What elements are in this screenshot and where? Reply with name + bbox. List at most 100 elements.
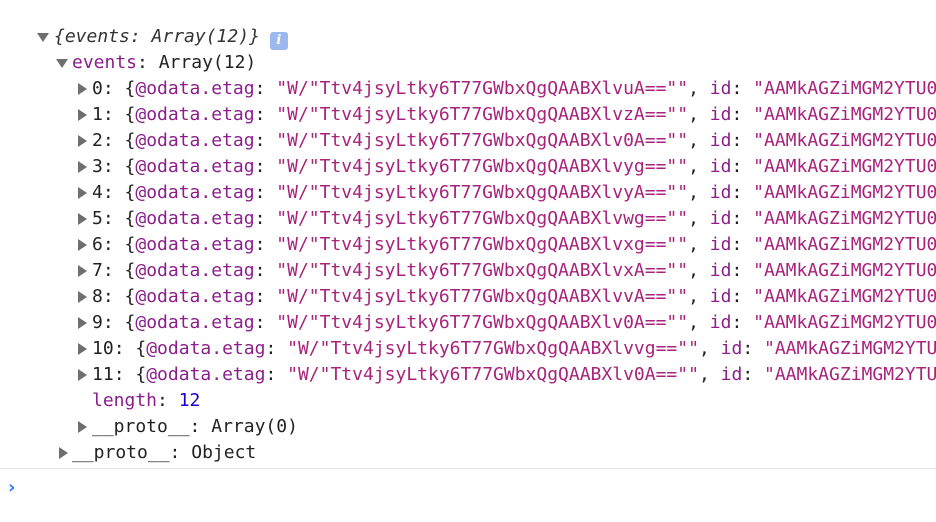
id-key: id <box>709 156 732 177</box>
comma: , <box>688 156 710 177</box>
etag-value: "W/"Ttv4jsyLtky6T77GWbxQgQAABXlvzA=="" <box>276 104 689 125</box>
separator: : <box>731 312 754 333</box>
collapse-triangle-icon[interactable] <box>76 102 90 128</box>
collapse-triangle-icon[interactable] <box>76 232 90 258</box>
separator: : <box>102 104 125 125</box>
etag-key: @odata.etag <box>135 78 255 99</box>
separator: : <box>254 234 277 255</box>
separator: : <box>102 208 125 229</box>
separator: : <box>254 182 277 203</box>
etag-key: @odata.etag <box>135 286 255 307</box>
etag-key: @odata.etag <box>135 104 255 125</box>
info-icon[interactable]: i <box>269 32 288 50</box>
event-item-row[interactable]: 4: {@odata.etag: "W/"Ttv4jsyLtky6T77GWbx… <box>0 180 936 206</box>
separator: : <box>254 260 277 281</box>
event-item-row[interactable]: 11: {@odata.etag: "W/"Ttv4jsyLtky6T77GWb… <box>0 362 936 388</box>
separator: : <box>254 312 277 333</box>
event-index: 10 <box>92 338 114 359</box>
collapse-triangle-icon[interactable] <box>76 206 90 232</box>
root-proto-row[interactable]: __proto__: Object <box>0 440 936 466</box>
object-open-brace: { <box>124 182 136 203</box>
separator: : <box>254 156 277 177</box>
collapse-triangle-icon[interactable] <box>76 154 90 180</box>
event-index: 8 <box>92 286 103 307</box>
separator: : <box>102 182 125 203</box>
id-value: "AAMkAGZiMGM2YTU( <box>764 364 936 385</box>
event-item-row[interactable]: 6: {@odata.etag: "W/"Ttv4jsyLtky6T77GWbx… <box>0 232 936 258</box>
event-item-row[interactable]: 5: {@odata.etag: "W/"Ttv4jsyLtky6T77GWbx… <box>0 206 936 232</box>
event-index: 5 <box>92 208 103 229</box>
etag-key: @odata.etag <box>135 130 255 151</box>
id-key: id <box>720 364 743 385</box>
comma: , <box>688 234 710 255</box>
comma: , <box>698 338 721 359</box>
collapse-triangle-icon[interactable] <box>76 284 90 310</box>
events-property-row[interactable]: events: Array(12) <box>0 50 936 76</box>
expand-triangle-icon[interactable] <box>36 24 50 50</box>
collapse-triangle-icon[interactable] <box>76 76 90 102</box>
console-prompt-bar: › <box>0 468 936 522</box>
length-value: 12 <box>178 390 201 411</box>
proto-key: __proto__ <box>92 416 190 437</box>
event-item-row[interactable]: 9: {@odata.etag: "W/"Ttv4jsyLtky6T77GWbx… <box>0 310 936 336</box>
separator: : <box>254 286 277 307</box>
collapse-triangle-icon[interactable] <box>76 128 90 154</box>
collapse-triangle-icon[interactable] <box>57 440 71 466</box>
separator: : <box>189 416 212 437</box>
event-item-row[interactable]: 7: {@odata.etag: "W/"Ttv4jsyLtky6T77GWbx… <box>0 258 936 284</box>
console-output: {events: Array(12)} i events: Array(12) 0… <box>0 24 936 468</box>
comma: , <box>688 182 710 203</box>
separator: : <box>254 208 277 229</box>
event-item-row[interactable]: 0: {@odata.etag: "W/"Ttv4jsyLtky6T77GWbx… <box>0 76 936 102</box>
event-item-row[interactable]: 8: {@odata.etag: "W/"Ttv4jsyLtky6T77GWbx… <box>0 284 936 310</box>
separator: : <box>731 234 754 255</box>
event-item-row[interactable]: 1: {@odata.etag: "W/"Ttv4jsyLtky6T77GWbx… <box>0 102 936 128</box>
etag-key: @odata.etag <box>146 338 266 359</box>
object-open-brace: { <box>124 234 136 255</box>
id-value: "AAMkAGZiMGM2YTU0 <box>753 156 936 177</box>
length-row: length: 12 <box>0 388 936 414</box>
separator: : <box>102 260 125 281</box>
id-value: "AAMkAGZiMGM2YTU0 <box>753 286 936 307</box>
object-open-brace: { <box>135 364 147 385</box>
separator: : <box>113 364 136 385</box>
id-value: "AAMkAGZiMGM2YTU0 <box>753 312 936 333</box>
object-open-brace: { <box>124 312 136 333</box>
event-index: 6 <box>92 234 103 255</box>
proto-key: __proto__ <box>72 442 170 463</box>
separator: : <box>265 338 288 359</box>
etag-value: "W/"Ttv4jsyLtky6T77GWbxQgQAABXlv0A=="" <box>276 130 689 151</box>
collapse-triangle-icon[interactable] <box>76 258 90 284</box>
expand-triangle-icon[interactable] <box>55 50 69 76</box>
id-value: "AAMkAGZiMGM2YTU0 <box>753 130 936 151</box>
id-value: "AAMkAGZiMGM2YTU( <box>764 338 936 359</box>
separator: : <box>265 364 288 385</box>
separator: : <box>157 390 179 411</box>
event-index: 1 <box>92 104 103 125</box>
collapse-triangle-icon[interactable] <box>76 310 90 336</box>
etag-value: "W/"Ttv4jsyLtky6T77GWbxQgQAABXlvvg=="" <box>287 338 699 359</box>
console-input[interactable] <box>30 475 920 501</box>
root-object-row[interactable]: {events: Array(12)} i <box>0 24 936 50</box>
collapse-triangle-icon[interactable] <box>76 180 90 206</box>
event-item-row[interactable]: 10: {@odata.etag: "W/"Ttv4jsyLtky6T77GWb… <box>0 336 936 362</box>
event-index: 9 <box>92 312 103 333</box>
event-item-row[interactable]: 3: {@odata.etag: "W/"Ttv4jsyLtky6T77GWbx… <box>0 154 936 180</box>
object-open-brace: { <box>124 208 136 229</box>
etag-key: @odata.etag <box>135 312 255 333</box>
etag-key: @odata.etag <box>135 260 255 281</box>
root-object-summary: {events: Array(12)} <box>54 26 260 47</box>
etag-value: "W/"Ttv4jsyLtky6T77GWbxQgQAABXlvyg=="" <box>276 156 689 177</box>
etag-key: @odata.etag <box>135 234 255 255</box>
etag-key: @odata.etag <box>135 208 255 229</box>
collapse-triangle-icon[interactable] <box>76 414 90 440</box>
id-value: "AAMkAGZiMGM2YTU0 <box>753 208 936 229</box>
separator: : <box>731 78 754 99</box>
id-key: id <box>709 130 732 151</box>
events-proto-row[interactable]: __proto__: Array(0) <box>0 414 936 440</box>
comma: , <box>688 208 710 229</box>
event-list: 0: {@odata.etag: "W/"Ttv4jsyLtky6T77GWbx… <box>0 76 936 388</box>
event-item-row[interactable]: 2: {@odata.etag: "W/"Ttv4jsyLtky6T77GWbx… <box>0 128 936 154</box>
collapse-triangle-icon[interactable] <box>76 336 90 362</box>
collapse-triangle-icon[interactable] <box>76 362 90 388</box>
